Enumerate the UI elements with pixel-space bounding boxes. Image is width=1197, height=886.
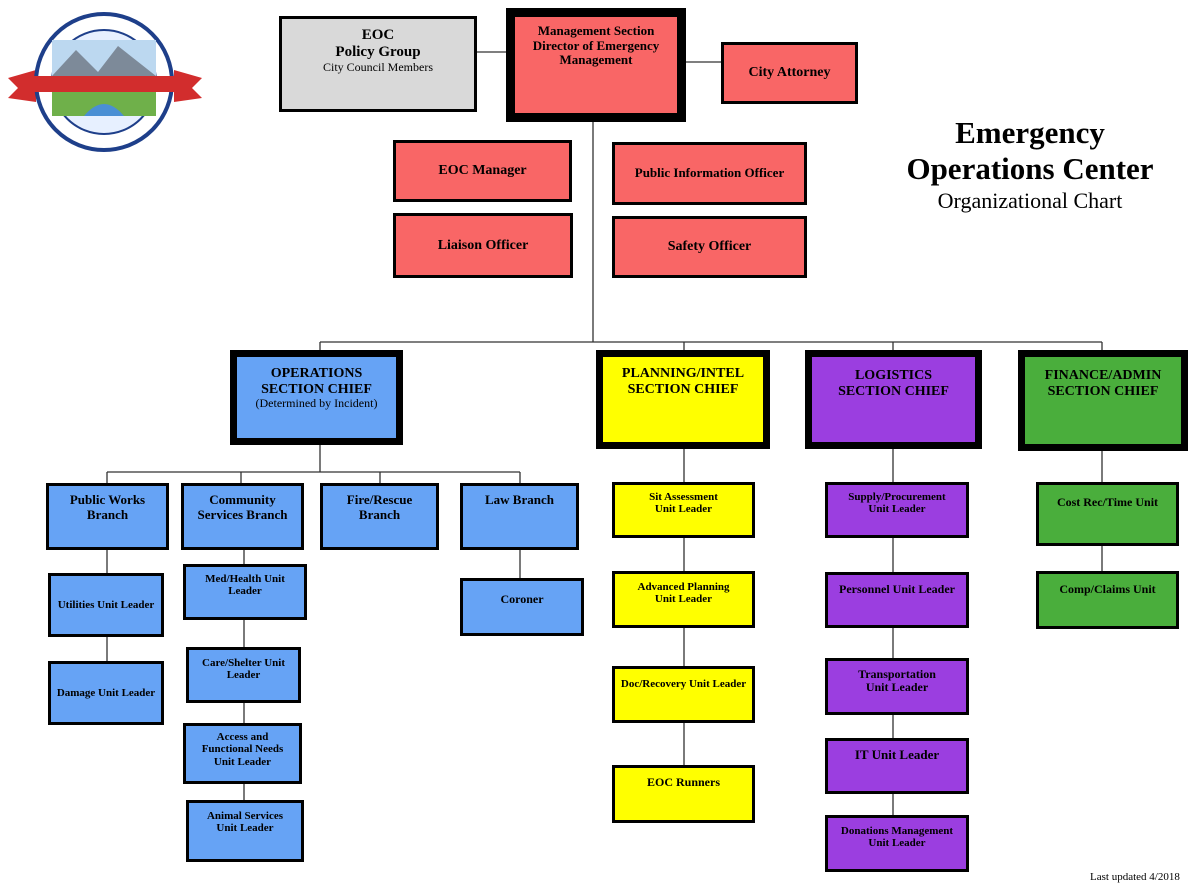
afn-unit-box: Access and Functional Needs Unit Leader — [183, 723, 302, 784]
transportation-unit-box: Transportation Unit Leader — [825, 658, 969, 715]
eoc-runners-box: EOC Runners — [612, 765, 755, 823]
chart-title-line1: Emergency — [955, 115, 1105, 150]
personnel-unit-box: Personnel Unit Leader — [825, 572, 969, 628]
logistics-chief-box: LOGISTICS SECTION CHIEF — [805, 350, 982, 449]
city-logo — [6, 6, 206, 156]
runners-label: EOC Runners — [646, 775, 720, 789]
careshelter-line1: Care/Shelter Unit — [202, 657, 285, 669]
donations-line1: Donations Management — [840, 825, 954, 837]
fire-line1: Fire/Rescue — [346, 492, 413, 507]
supply-line1: Supply/Procurement — [848, 491, 946, 503]
law-branch-label: Law Branch — [485, 492, 554, 507]
animal-line1: Animal Services — [206, 810, 284, 822]
pio-label: Public Information Officer — [634, 165, 785, 181]
sit-line1: Sit Assessment — [649, 491, 718, 503]
transport-line1: Transportation — [858, 667, 936, 681]
sit-assessment-box: Sit Assessment Unit Leader — [612, 482, 755, 538]
planning-line2: SECTION CHIEF — [627, 381, 739, 397]
careshelter-line2: Leader — [226, 669, 261, 682]
policy-title2: Policy Group — [335, 43, 421, 60]
utilities-label: Utilities Unit Leader — [57, 598, 155, 611]
doc-label: Doc/Recovery Unit Leader — [620, 678, 747, 690]
fire-line2: Branch — [358, 506, 401, 522]
chart-title-line2: Operations Center — [906, 151, 1154, 186]
doc-recovery-box: Doc/Recovery Unit Leader — [612, 666, 755, 723]
finance-line1: FINANCE/ADMIN — [1044, 368, 1162, 383]
supply-procurement-box: Supply/Procurement Unit Leader — [825, 482, 969, 538]
medhealth-unit-box: Med/Health Unit Leader — [183, 564, 307, 620]
advanced-line2: Unit Leader — [654, 593, 713, 606]
finance-chief-box: FINANCE/ADMIN SECTION CHIEF — [1018, 350, 1188, 451]
policy-group-box: EOC Policy Group City Council Members — [279, 16, 477, 112]
finance-line2: SECTION CHIEF — [1047, 383, 1159, 399]
animal-services-unit-box: Animal Services Unit Leader — [186, 800, 304, 862]
careshelter-unit-box: Care/Shelter Unit Leader — [186, 647, 301, 703]
afn-line2: Functional Needs — [201, 743, 284, 756]
management-line1: Management Section — [537, 23, 655, 38]
operations-chief-box: OPERATIONS SECTION CHIEF (Determined by … — [230, 350, 403, 445]
transport-line2: Unit Leader — [865, 680, 929, 695]
planning-line1: PLANNING/INTEL — [621, 366, 745, 381]
it-label: IT Unit Leader — [854, 747, 940, 762]
management-section-box: Management Section Director of Emergency… — [506, 8, 686, 122]
public-works-branch-box: Public Works Branch — [46, 483, 169, 550]
operations-line1: OPERATIONS — [270, 366, 363, 381]
policy-title1: EOC — [361, 27, 395, 43]
damage-label: Damage Unit Leader — [56, 686, 156, 699]
medhealth-line1: Med/Health Unit — [205, 573, 285, 585]
liaison-label: Liaison Officer — [437, 237, 529, 253]
public-works-line2: Branch — [86, 506, 129, 522]
policy-subtitle: City Council Members — [323, 59, 433, 74]
operations-note: (Determined by Incident) — [255, 396, 378, 411]
community-line1: Community — [209, 492, 276, 507]
coroner-box: Coroner — [460, 578, 584, 636]
community-services-branch-box: Community Services Branch — [181, 483, 304, 550]
donations-unit-box: Donations Management Unit Leader — [825, 815, 969, 872]
medhealth-line2: Leader — [228, 585, 262, 598]
coroner-label: Coroner — [500, 592, 544, 607]
cost-rec-unit-box: Cost Rec/Time Unit — [1036, 482, 1179, 546]
eoc-manager-label: EOC Manager — [438, 163, 527, 179]
personnel-label: Personnel Unit Leader — [839, 582, 955, 596]
public-works-line1: Public Works — [69, 492, 146, 507]
community-line2: Services Branch — [197, 506, 288, 522]
advanced-planning-box: Advanced Planning Unit Leader — [612, 571, 755, 628]
afn-line1: Access and — [216, 731, 269, 743]
law-branch-box: Law Branch — [460, 483, 579, 550]
supply-line2: Unit Leader — [868, 503, 926, 516]
eoc-manager-box: EOC Manager — [393, 140, 572, 202]
logistics-line1: LOGISTICS — [854, 368, 933, 383]
safety-officer-label: Safety Officer — [667, 239, 752, 255]
management-line2: Director of Emergency — [532, 37, 660, 53]
advanced-line1: Advanced Planning — [637, 581, 730, 593]
comp-claims-unit-box: Comp/Claims Unit — [1036, 571, 1179, 629]
afn-line3: Unit Leader — [213, 755, 272, 768]
operations-line2: SECTION CHIEF — [261, 381, 372, 397]
city-attorney-box: City Attorney — [721, 42, 858, 104]
animal-line2: Unit Leader — [216, 822, 274, 835]
planning-chief-box: PLANNING/INTEL SECTION CHIEF — [596, 350, 770, 449]
fire-rescue-branch-box: Fire/Rescue Branch — [320, 483, 439, 550]
cost-label: Cost Rec/Time Unit — [1056, 495, 1159, 509]
pio-box: Public Information Officer — [612, 142, 807, 205]
sit-line2: Unit Leader — [654, 503, 713, 516]
last-updated-note: Last updated 4/2018 — [1090, 871, 1180, 883]
it-unit-box: IT Unit Leader — [825, 738, 969, 794]
city-attorney-label: City Attorney — [748, 65, 831, 81]
liaison-box: Liaison Officer — [393, 213, 573, 278]
utilities-unit-box: Utilities Unit Leader — [48, 573, 164, 637]
comp-label: Comp/Claims Unit — [1059, 582, 1156, 596]
logistics-line2: SECTION CHIEF — [838, 383, 949, 399]
safety-officer-box: Safety Officer — [612, 216, 807, 278]
management-line3: Management — [559, 52, 633, 68]
damage-unit-box: Damage Unit Leader — [48, 661, 164, 725]
donations-line2: Unit Leader — [868, 837, 926, 850]
chart-subtitle: Organizational Chart — [937, 188, 1123, 213]
